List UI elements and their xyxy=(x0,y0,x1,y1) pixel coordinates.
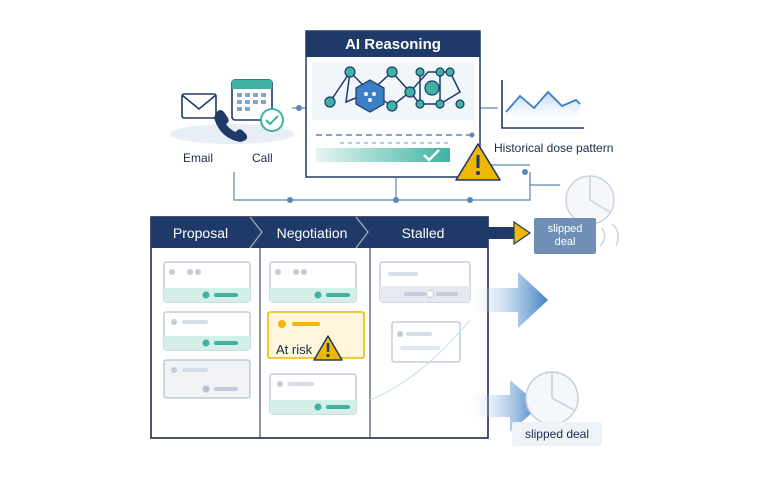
ghost-pie-icon-bottom xyxy=(525,371,579,425)
slipped-deal-badge-top: slipped deal xyxy=(547,223,583,248)
connector-dots xyxy=(287,105,528,203)
ghost-pie-icon-top xyxy=(565,175,619,247)
envelope-icon xyxy=(181,93,217,119)
stage-header-proposal: Proposal xyxy=(172,225,229,241)
trend-chart-icon xyxy=(501,80,584,129)
slipped-deal-badge-bottom: slipped deal xyxy=(524,427,590,441)
calendar-phone-icon xyxy=(214,79,284,142)
ai-reasoning-title: AI Reasoning xyxy=(306,31,480,57)
at-risk-warning-icon xyxy=(313,335,343,361)
flow-arrow-bottom xyxy=(470,380,540,432)
deal-card xyxy=(391,321,461,363)
deal-card xyxy=(269,373,357,415)
stalled-cards xyxy=(379,261,471,363)
stage-header-stalled: Stalled xyxy=(401,225,445,241)
dashed-signal-lines xyxy=(316,134,470,144)
warning-icon xyxy=(455,143,501,181)
deal-card xyxy=(379,261,471,303)
stage-header-negotiation: Negotiation xyxy=(276,225,348,241)
confidence-bar xyxy=(316,148,450,162)
negotiation-cards xyxy=(267,261,365,415)
at-risk-label: At risk xyxy=(276,342,313,357)
network-graph xyxy=(324,66,465,113)
call-label: Call xyxy=(252,151,273,165)
deal-card xyxy=(163,261,251,303)
proposal-cards xyxy=(163,261,251,399)
at-risk-card xyxy=(267,311,365,359)
deal-card xyxy=(269,261,357,303)
deal-card xyxy=(163,359,251,399)
flow-arrow-middle xyxy=(369,272,548,401)
email-label: Email xyxy=(183,151,214,165)
stalled-arrow xyxy=(488,220,532,246)
bottom-badge-shape xyxy=(512,422,602,446)
top-badge-shape xyxy=(534,218,596,254)
historical-pattern-label: Historical dose pattern xyxy=(494,141,614,155)
deal-card xyxy=(163,311,251,351)
